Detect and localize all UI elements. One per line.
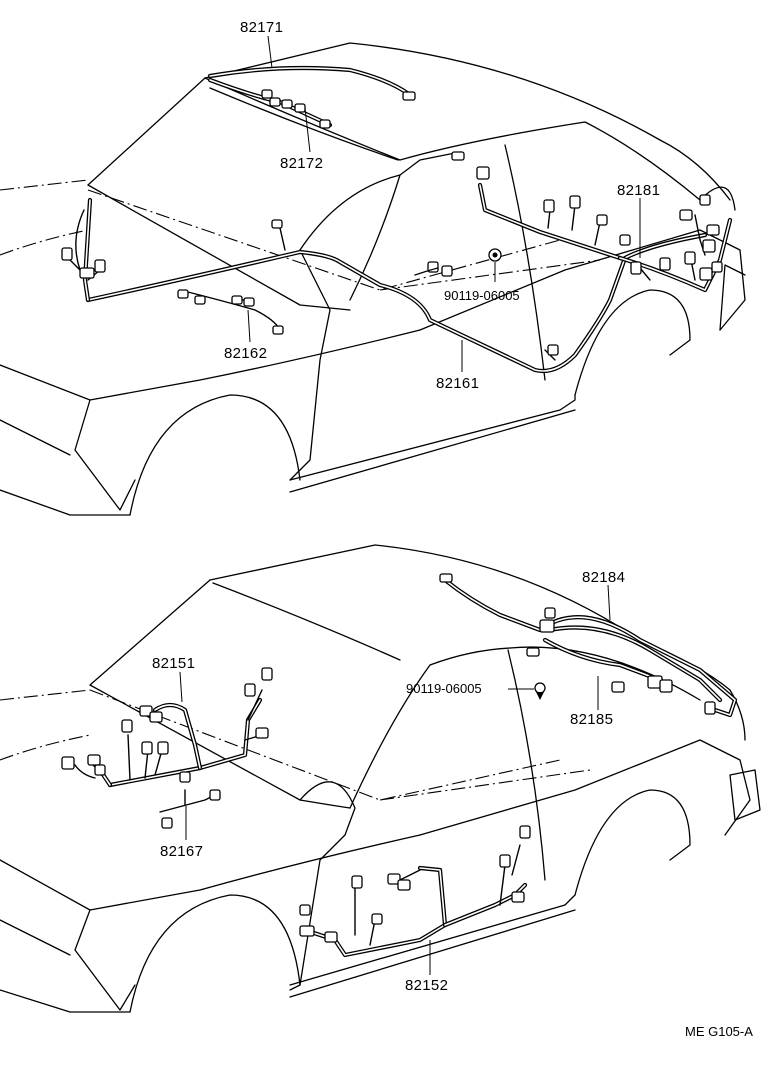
top-roof-harness-82171: [207, 65, 416, 129]
label-82185: 82185: [570, 711, 613, 728]
label-90119-06005-bottom: 90119-06005: [406, 681, 482, 696]
label-82184: 82184: [582, 569, 625, 586]
connector: [427, 151, 723, 356]
label-82152: 82152: [405, 977, 448, 994]
connector: [61, 219, 284, 335]
label-82171: 82171: [240, 19, 283, 36]
label-82151: 82151: [152, 655, 195, 672]
bottom-rear-harness-82184: [439, 573, 738, 718]
label-82172: 82172: [280, 155, 323, 172]
label-82167: 82167: [160, 843, 203, 860]
top-labels: 82171 82172 82181 90119-06005 82162 8216…: [224, 19, 660, 392]
bottom-floor-harness-82152: [299, 825, 531, 958]
label-82181: 82181: [617, 182, 660, 199]
label-90119-06005-top: 90119-06005: [444, 288, 520, 303]
bottom-vehicle-body: [0, 544, 761, 1013]
connector: [439, 573, 716, 715]
top-cowl-harness-82162: [61, 197, 708, 374]
bottom-labels: 82184 82151 90119-06005 82185 82167 8215…: [152, 569, 625, 994]
connector: [61, 667, 273, 829]
connector: [299, 825, 531, 943]
bottom-instrument-harness-82151: [61, 667, 273, 829]
figure-code: ME G105-A: [685, 1024, 753, 1039]
label-82162: 82162: [224, 345, 267, 362]
top-quarter-harness-82181: [414, 151, 733, 361]
label-82161: 82161: [436, 375, 479, 392]
connector: [261, 89, 416, 129]
